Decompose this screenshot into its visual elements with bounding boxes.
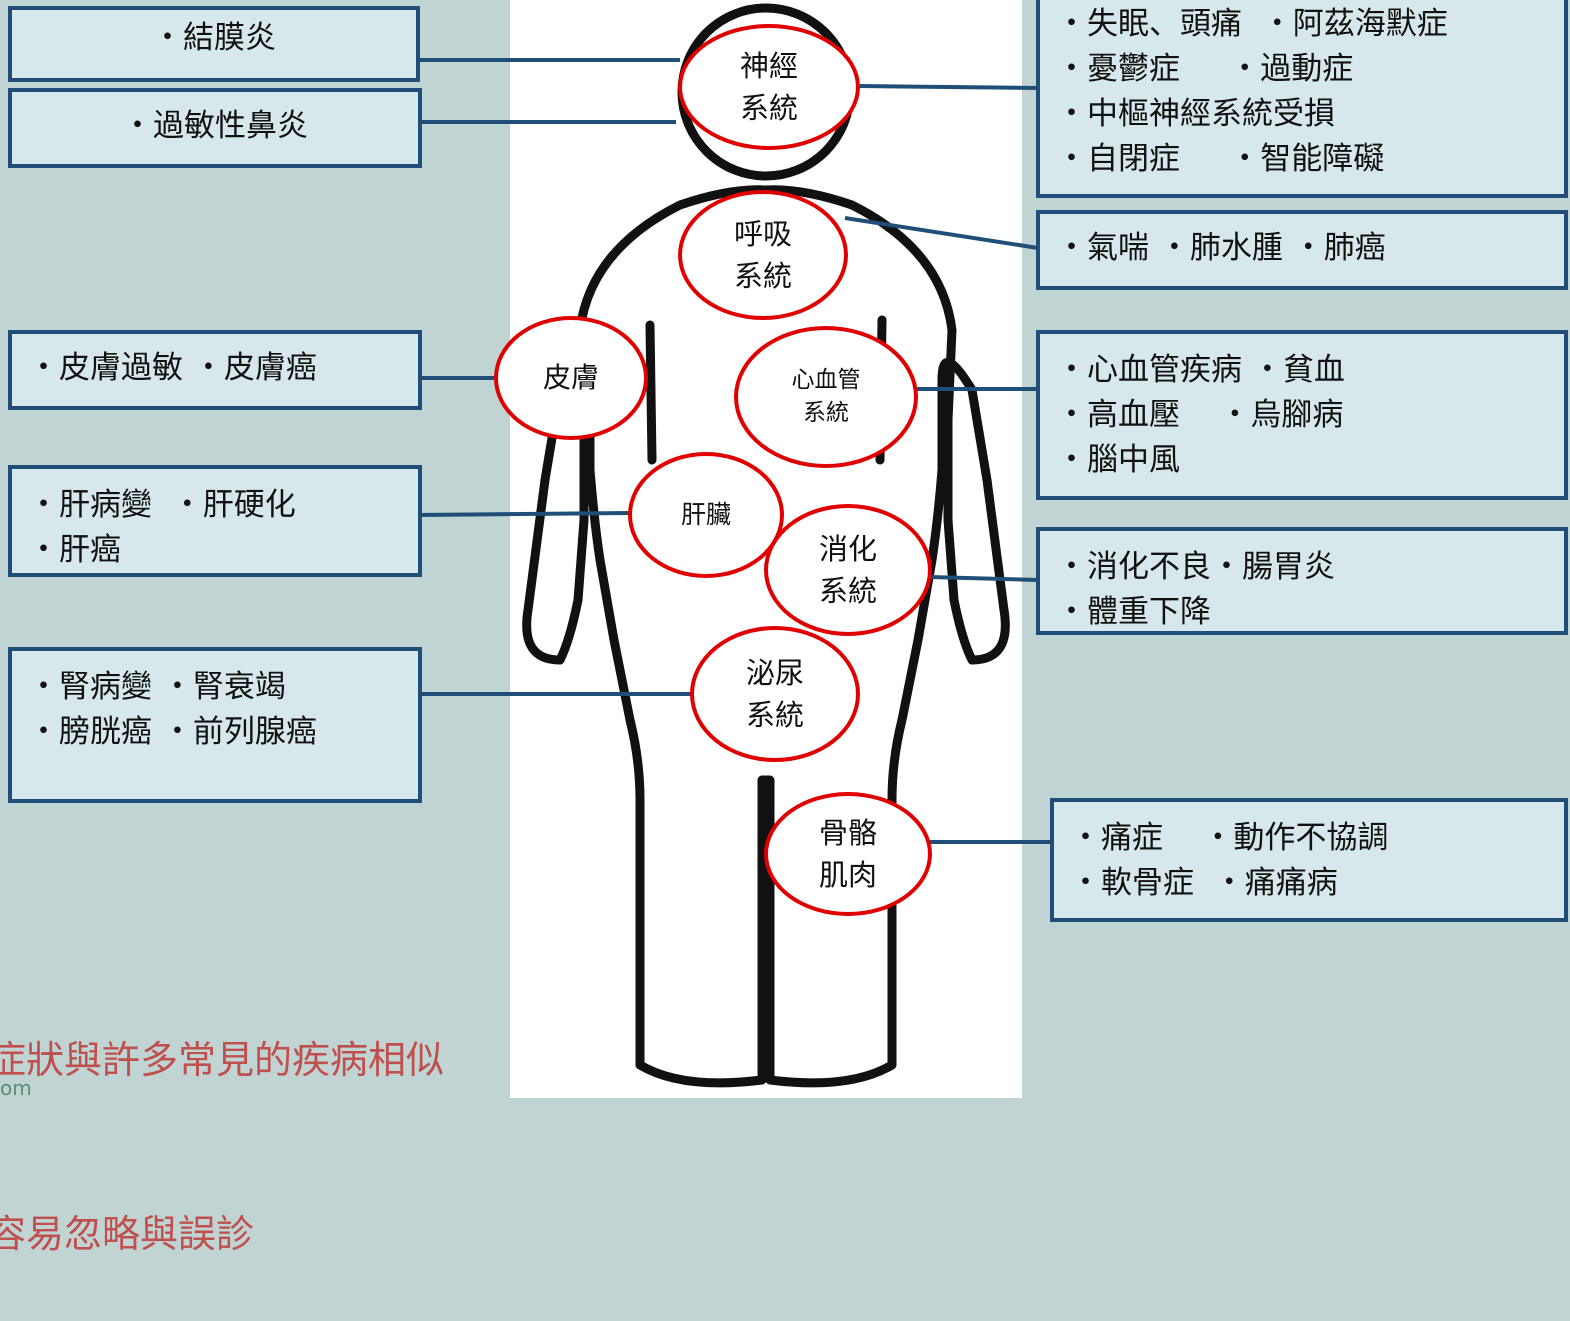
- caption-line-2: 容易忽略與誤診: [0, 1212, 255, 1256]
- nervous-disease-line-2: ・憂鬱症 ・過動症: [1056, 51, 1354, 87]
- organ-musculo-label-2: 肌肉: [818, 858, 877, 892]
- nervous-disease-line-1: ・失眠、頭痛 ・阿茲海默症: [1056, 6, 1448, 42]
- organ-digestive-label-1: 消化: [818, 531, 877, 566]
- liver-disease-line-1: ・肝病變 ・肝硬化: [28, 487, 296, 523]
- liver-disease-box: ・肝病變 ・肝硬化 ・肝癌: [8, 465, 422, 577]
- organ-urinary-label-1: 泌尿: [745, 655, 804, 690]
- organ-liver: 肝臟: [628, 452, 784, 578]
- organ-liver-label: 肝臟: [680, 499, 731, 529]
- skin-disease-text: ・皮膚過敏 ・皮膚癌: [28, 350, 317, 386]
- caption-line-1: 症狀與許多常見的疾病相似: [0, 1038, 445, 1082]
- respiratory-disease-box: ・氣喘 ・肺水腫 ・肺癌: [1036, 210, 1568, 290]
- cardio-disease-line-2: ・高血壓 ・烏腳病: [1056, 397, 1344, 433]
- organ-nervous-label-1: 神經: [739, 48, 798, 83]
- organ-cardiovascular-system: 心血管 系統: [734, 326, 918, 468]
- organ-urinary-system: 泌尿 系統: [690, 626, 860, 762]
- musculo-disease-line-1: ・痛症 ・動作不協調: [1070, 820, 1389, 856]
- organ-musculoskeletal: 骨骼 肌肉: [764, 792, 932, 916]
- organ-respiratory-label-2: 系統: [733, 259, 792, 293]
- organ-respiratory-label-1: 呼吸: [733, 216, 792, 251]
- organ-musculo-label-1: 骨骼: [818, 815, 877, 850]
- nervous-disease-box: ・失眠、頭痛 ・阿茲海默症 ・憂鬱症 ・過動症 ・中樞神經系統受損 ・自閉症 ・…: [1036, 0, 1568, 198]
- cardio-disease-line-1: ・心血管疾病 ・貧血: [1056, 352, 1345, 388]
- organ-cardio-label-1: 心血管: [791, 366, 861, 393]
- liver-disease-line-2: ・肝癌: [28, 532, 121, 568]
- organ-skin: 皮膚: [494, 316, 648, 440]
- musculo-disease-box: ・痛症 ・動作不協調 ・軟骨症 ・痛痛病: [1050, 798, 1568, 922]
- organ-digestive-system: 消化 系統: [764, 504, 932, 636]
- organ-urinary-label-2: 系統: [745, 698, 804, 732]
- organ-skin-label: 皮膚: [542, 360, 599, 394]
- organ-cardio-label-2: 系統: [803, 400, 849, 426]
- respiratory-disease-text: ・氣喘 ・肺水腫 ・肺癌: [1056, 230, 1386, 266]
- kidney-disease-box: ・腎病變 ・腎衰竭 ・膀胱癌 ・前列腺癌: [8, 647, 422, 803]
- digestive-disease-box: ・消化不良・腸胃炎 ・體重下降: [1036, 527, 1568, 635]
- organ-digestive-label-2: 系統: [818, 574, 877, 608]
- watermark-text: om: [0, 1076, 32, 1100]
- organ-nervous-label-2: 系統: [739, 91, 798, 125]
- caption-text: 症狀與許多常見的疾病相似 容易忽略與誤診: [0, 915, 600, 1321]
- conjunctivitis-text: ・結膜炎: [152, 20, 276, 56]
- cardio-disease-box: ・心血管疾病 ・貧血 ・高血壓 ・烏腳病 ・腦中風: [1036, 330, 1568, 500]
- musculo-disease-line-2: ・軟骨症 ・痛痛病: [1070, 865, 1338, 901]
- digestive-disease-line-1: ・消化不良・腸胃炎: [1056, 549, 1335, 585]
- kidney-disease-line-1: ・腎病變 ・腎衰竭: [28, 669, 286, 705]
- conjunctivitis-box: ・結膜炎: [8, 6, 420, 82]
- organ-nervous-system: 神經 系統: [678, 24, 860, 150]
- skin-disease-box: ・皮膚過敏 ・皮膚癌: [8, 330, 422, 410]
- digestive-disease-line-2: ・體重下降: [1056, 594, 1211, 630]
- rhinitis-box: ・過敏性鼻炎: [8, 88, 422, 168]
- cardio-disease-line-3: ・腦中風: [1056, 442, 1180, 478]
- nervous-disease-line-4: ・自閉症 ・智能障礙: [1056, 141, 1385, 177]
- kidney-disease-line-2: ・膀胱癌 ・前列腺癌: [28, 714, 317, 750]
- nervous-disease-line-3: ・中樞神經系統受損: [1056, 96, 1335, 132]
- organ-respiratory-system: 呼吸 系統: [678, 190, 848, 320]
- rhinitis-text: ・過敏性鼻炎: [122, 108, 308, 144]
